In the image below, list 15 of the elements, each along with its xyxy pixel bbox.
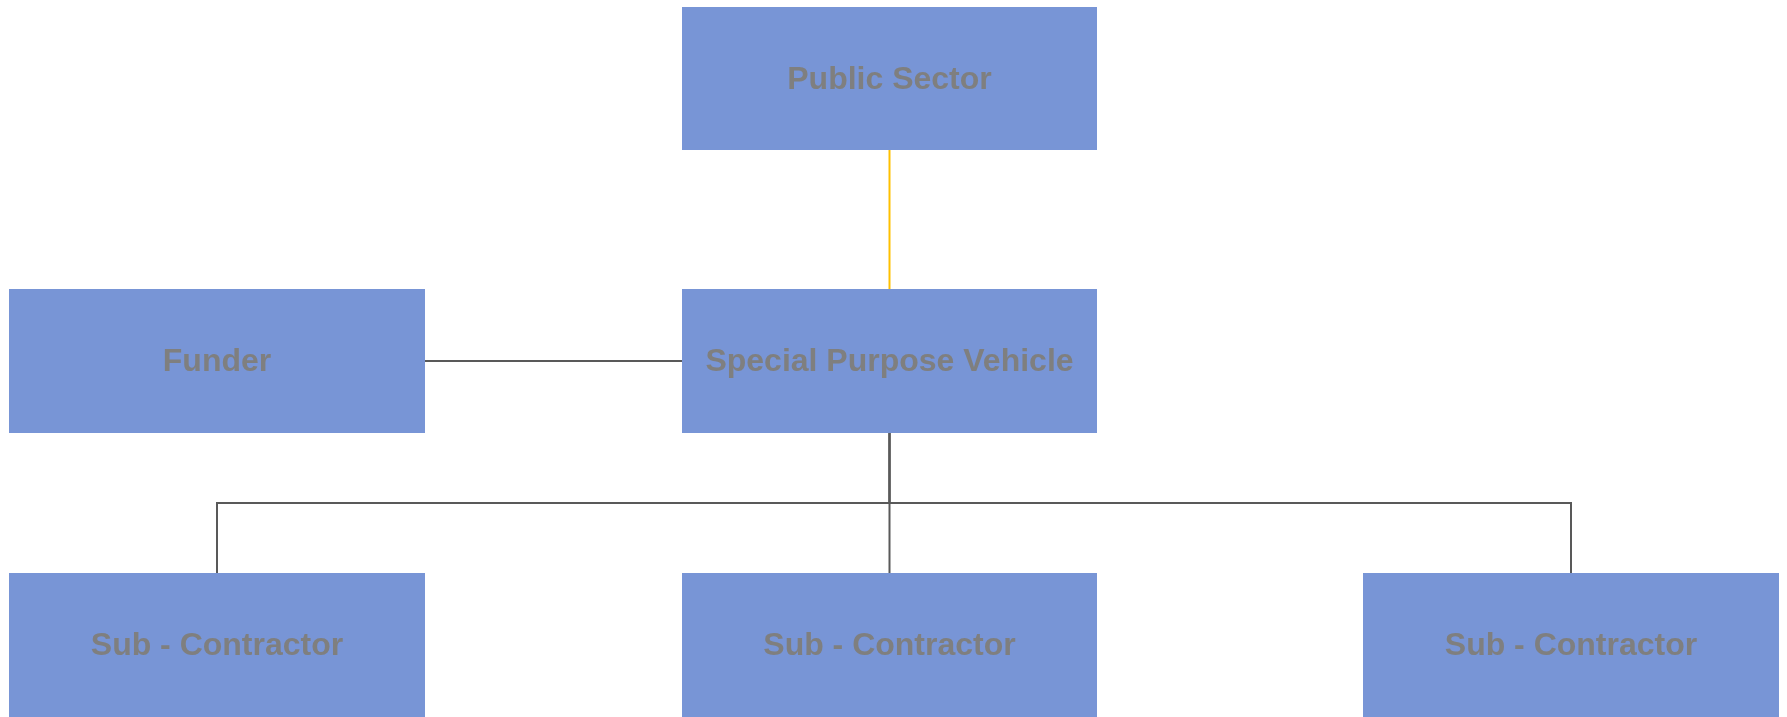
box-label: Public Sector: [787, 58, 992, 98]
org-box: [9, 289, 425, 433]
org-box: [1363, 573, 1779, 717]
org-box: [682, 289, 1097, 433]
connector-line: [888, 149, 891, 290]
connector-line: [888, 432, 1572, 574]
org-box: [682, 7, 1097, 150]
box-label: Sub - Contractor: [1444, 625, 1698, 665]
connector-line: [424, 360, 683, 362]
box-label: Special Purpose Vehicle: [705, 341, 1074, 381]
org-box: [9, 573, 425, 717]
org-box: [682, 573, 1097, 717]
box-label: Funder: [162, 341, 272, 381]
box-label: Sub - Contractor: [90, 625, 344, 665]
box-label: Sub - Contractor: [763, 625, 1016, 665]
